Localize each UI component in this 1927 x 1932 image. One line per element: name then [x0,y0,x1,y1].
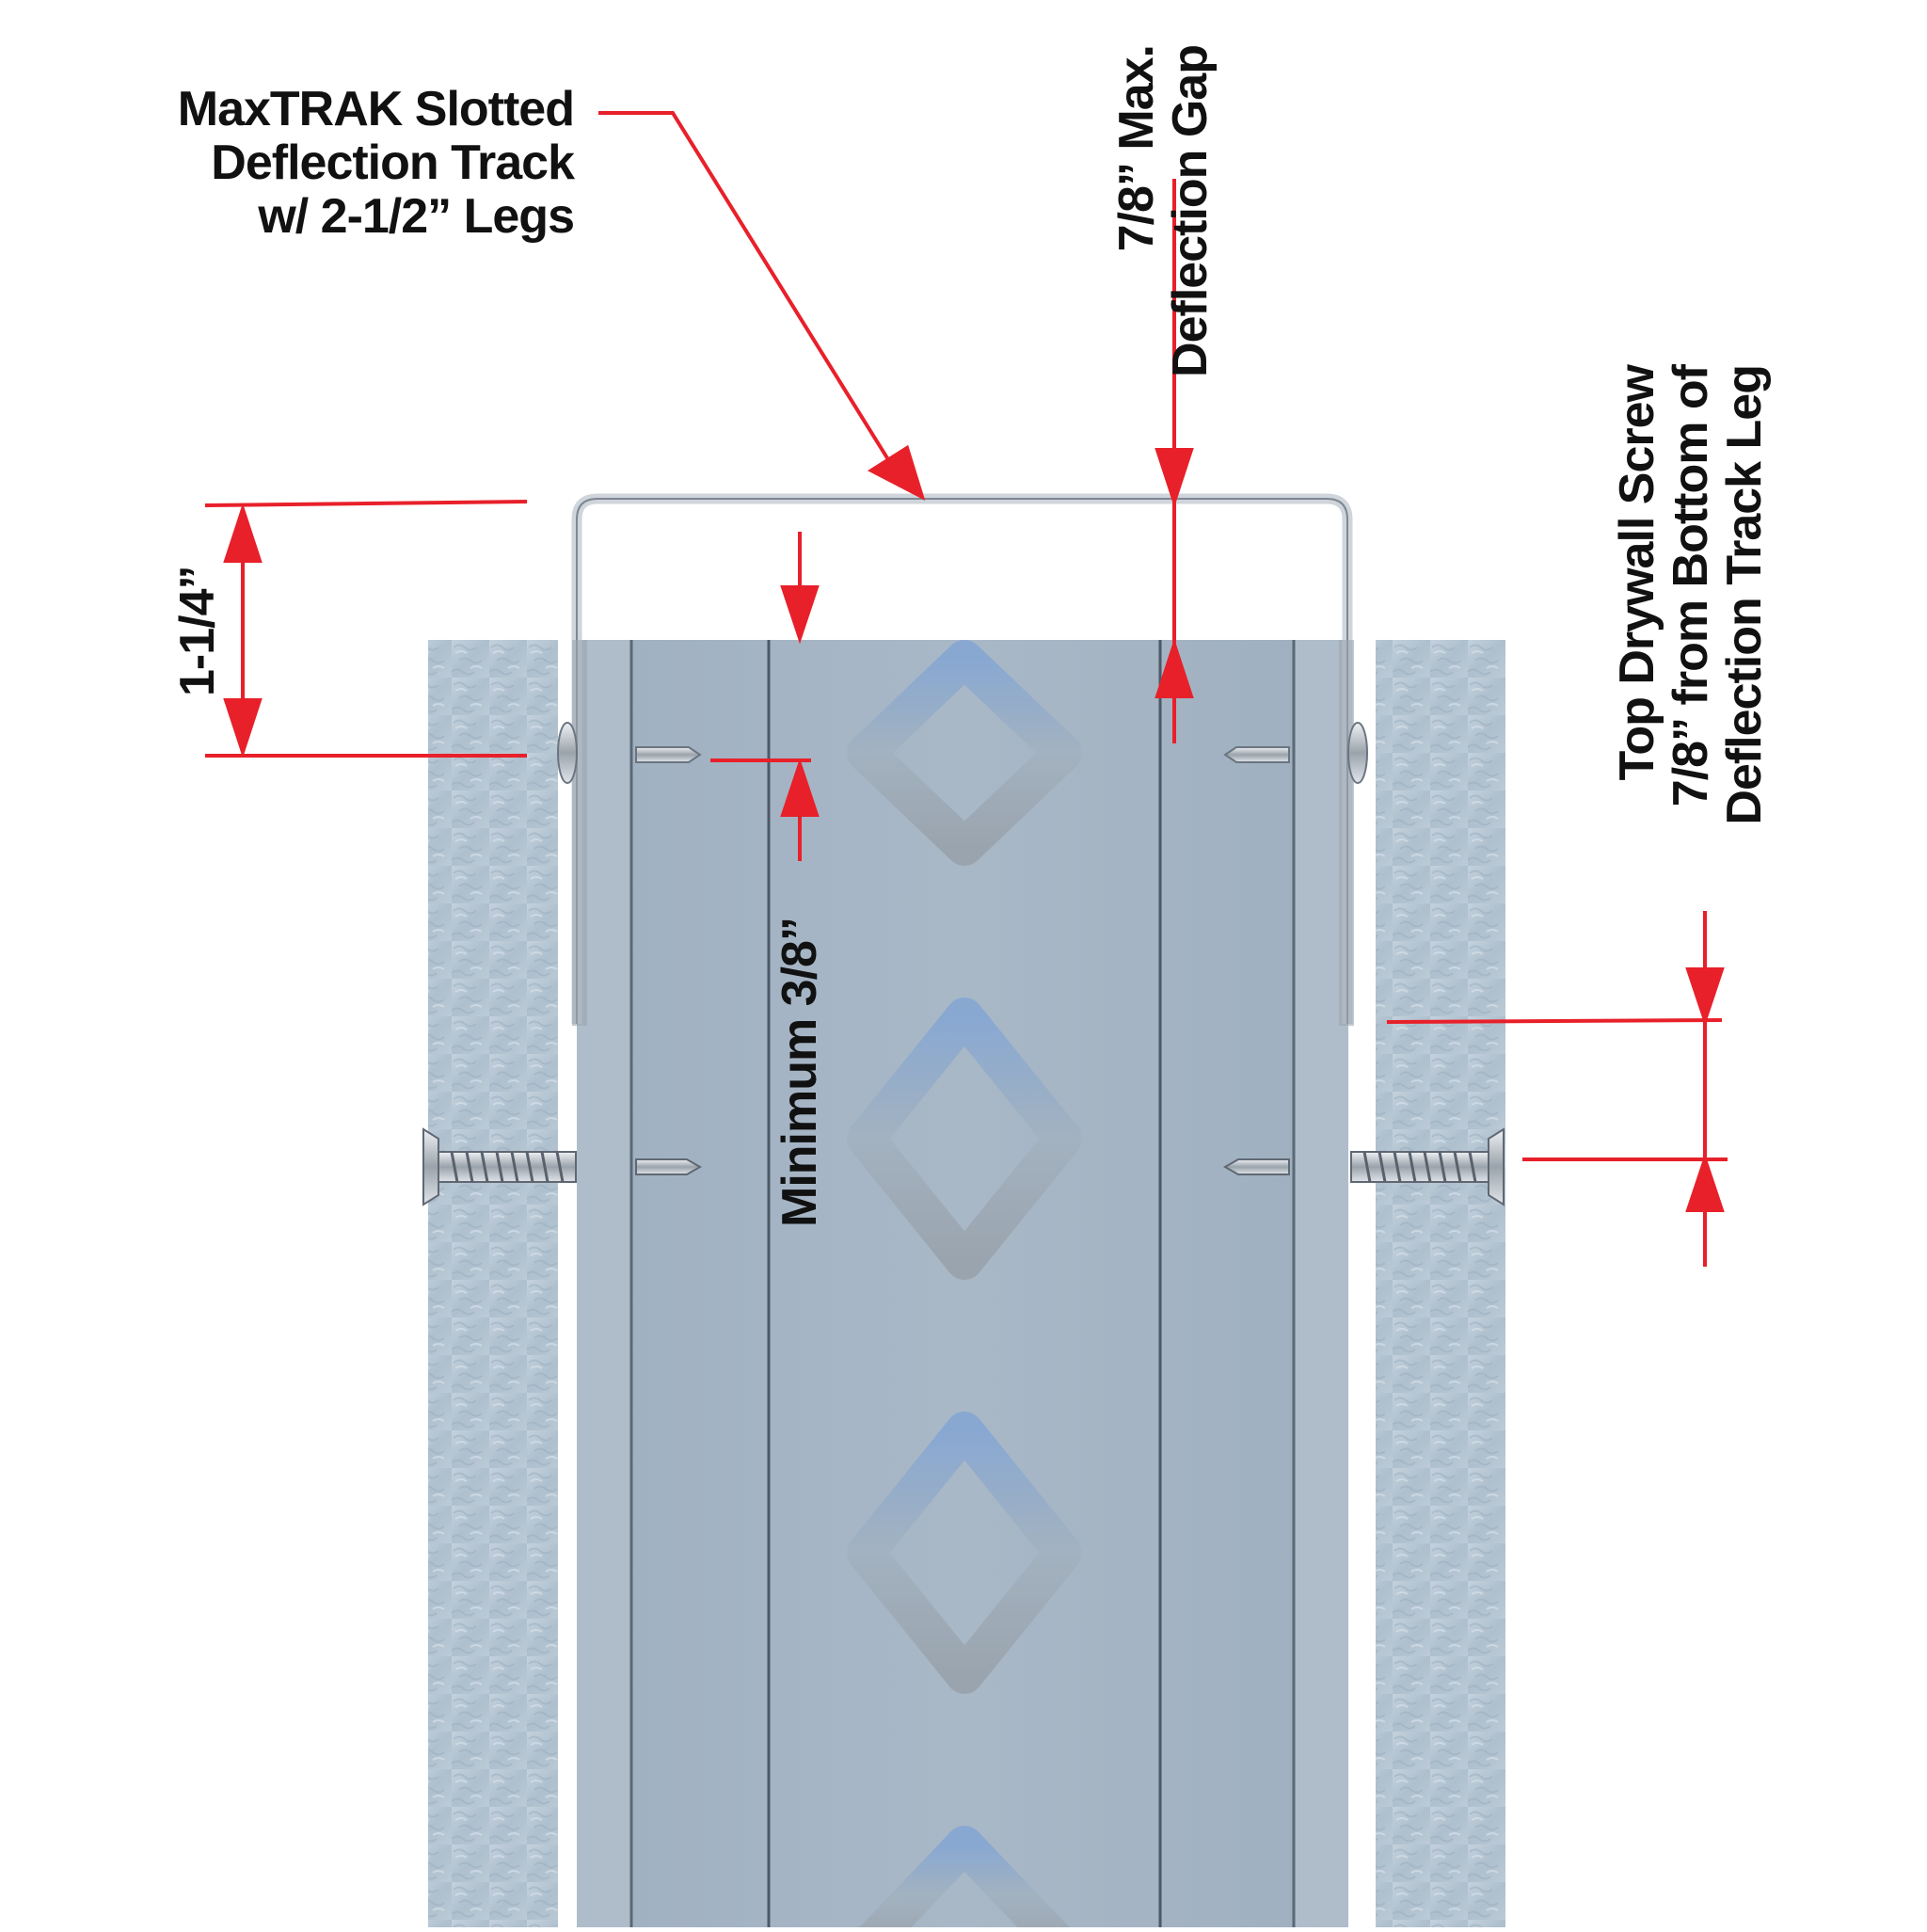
track-label: MaxTRAK Slotted Deflection Track w/ 2-1/… [56,82,575,245]
track-label-line-3: w/ 2-1/2” Legs [258,189,575,245]
track-leader [598,111,891,463]
min-gap-text: Minimum 3/8” [772,918,827,1227]
drywall-right [1376,640,1505,1927]
gap-label-line-1: 7/8” Max. [1109,45,1164,252]
screw-label-line-1: Top Drywall Screw [1610,365,1664,781]
screw-label-line-3: Deflection Track Leg [1717,365,1773,825]
gap-label-line-2: Deflection Gap [1163,45,1218,377]
dimension-lines [204,111,1728,1267]
screw-label-line-2: 7/8” from Bottom of [1664,365,1719,807]
drywall-left [428,640,558,1927]
screw-head-icon [557,722,1368,784]
min-gap-label: Minimum 3/8” [772,918,827,1227]
leg-depth-text: 1-1/4” [170,566,225,696]
leg-depth-label: 1-1/4” [170,566,225,696]
drywall-screw-icon [422,1127,1505,1206]
track-label-line-1: MaxTRAK Slotted [177,82,575,136]
stud-knockouts [847,640,1082,1932]
gap-label: 7/8” Max. Deflection Gap [1109,45,1218,431]
track-label-line-2: Deflection Track [211,136,575,191]
screw-label: Top Drywall Screw 7/8” from Bottom of De… [1610,365,1773,892]
